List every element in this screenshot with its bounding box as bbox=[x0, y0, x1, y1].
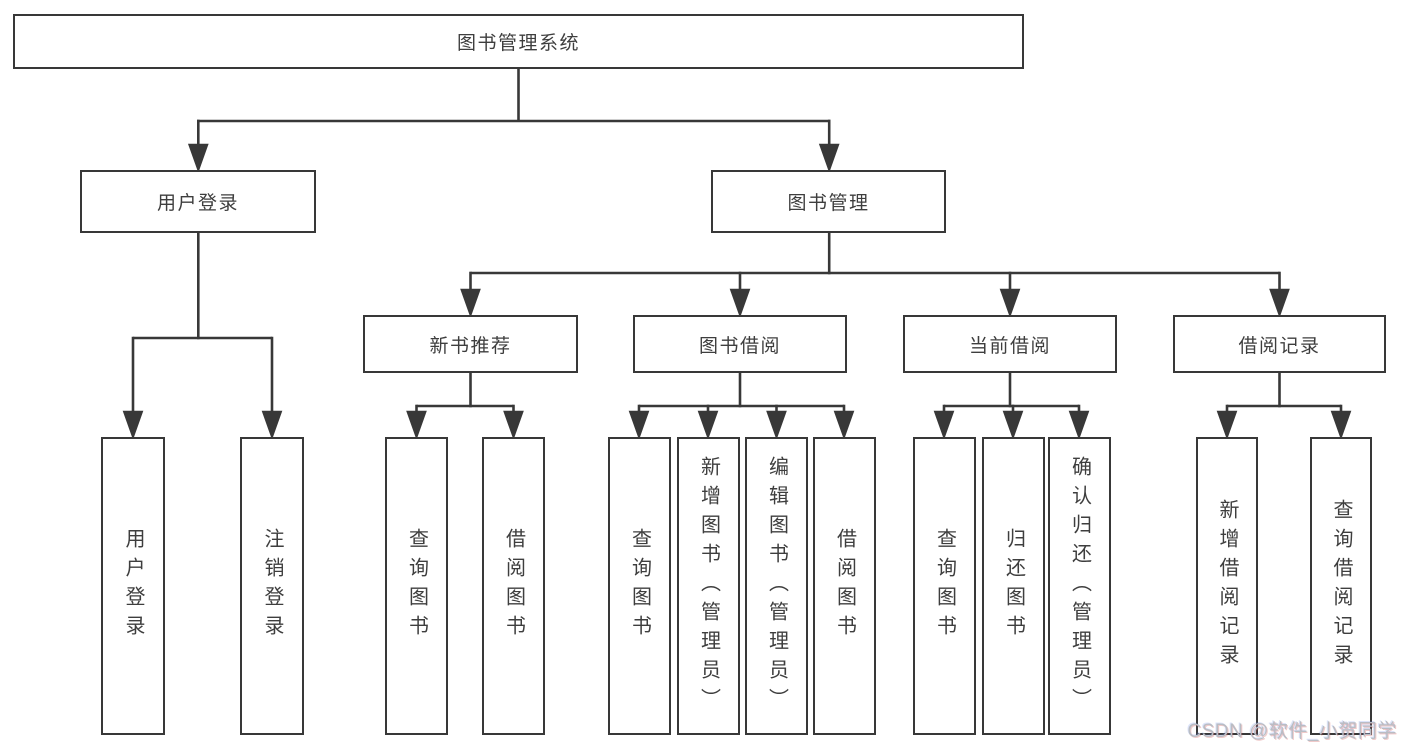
leaf-label: 新增借阅记录 bbox=[1216, 499, 1238, 673]
csdn-watermark: CSDN @软件_小贺同学 bbox=[1187, 721, 1397, 742]
leaf-add-borrow-record: 新增借阅记录 bbox=[1196, 437, 1258, 735]
arrow-down-icon bbox=[503, 410, 524, 440]
leaf-label: 查询图书 bbox=[405, 528, 428, 644]
leaf-label: 编辑图书（管理员） bbox=[765, 455, 788, 717]
arrow-down-icon bbox=[999, 288, 1021, 318]
arrow-down-icon bbox=[1330, 410, 1352, 440]
leaf-label: 归还图书 bbox=[1002, 528, 1025, 644]
arrow-down-icon bbox=[1216, 410, 1238, 440]
leaf-query-books-current: 查询图书 bbox=[913, 437, 976, 735]
leaf-query-books-recommend: 查询图书 bbox=[385, 437, 448, 735]
arrow-down-icon bbox=[729, 288, 751, 318]
arrow-down-icon bbox=[818, 143, 840, 173]
arrow-down-icon bbox=[122, 410, 144, 440]
arrow-down-icon bbox=[833, 410, 855, 440]
arrow-down-icon bbox=[766, 410, 787, 440]
arrow-down-icon bbox=[460, 288, 481, 318]
leaf-label: 查询图书 bbox=[628, 528, 651, 644]
leaf-add-books-admin: 新增图书（管理员） bbox=[677, 437, 740, 735]
arrow-down-icon bbox=[187, 143, 209, 173]
leaf-borrow-books-recommend: 借阅图书 bbox=[482, 437, 545, 735]
node-borrow-records: 借阅记录 bbox=[1173, 315, 1386, 373]
node-new-book-recommend: 新书推荐 bbox=[363, 315, 578, 373]
leaf-edit-books-admin: 编辑图书（管理员） bbox=[745, 437, 808, 735]
leaf-label: 新增图书（管理员） bbox=[697, 455, 720, 717]
leaf-label: 查询借阅记录 bbox=[1330, 499, 1352, 673]
leaf-user-login: 用户登录 bbox=[101, 437, 165, 735]
node-book-borrow: 图书借阅 bbox=[633, 315, 847, 373]
arrow-down-icon bbox=[1068, 410, 1090, 440]
leaf-label: 借阅图书 bbox=[502, 528, 525, 644]
leaf-label: 查询图书 bbox=[933, 528, 956, 644]
leaf-query-books-borrow: 查询图书 bbox=[608, 437, 671, 735]
arrow-down-icon bbox=[1002, 410, 1024, 440]
arrow-down-icon bbox=[697, 410, 719, 440]
arrow-down-icon bbox=[628, 410, 650, 440]
arrow-down-icon bbox=[1269, 288, 1290, 318]
leaf-label: 借阅图书 bbox=[833, 528, 856, 644]
arrow-down-icon bbox=[406, 410, 427, 440]
node-user-login: 用户登录 bbox=[80, 170, 316, 233]
arrow-down-icon bbox=[933, 410, 955, 440]
node-library-management-system: 图书管理系统 bbox=[13, 14, 1024, 69]
leaf-confirm-return-admin: 确认归还（管理员） bbox=[1048, 437, 1111, 735]
leaf-logout: 注销登录 bbox=[240, 437, 304, 735]
arrow-down-icon bbox=[261, 410, 283, 440]
node-book-management: 图书管理 bbox=[711, 170, 946, 233]
leaf-label: 注销登录 bbox=[261, 528, 283, 644]
node-current-borrow: 当前借阅 bbox=[903, 315, 1117, 373]
leaf-return-books: 归还图书 bbox=[982, 437, 1045, 735]
leaf-borrow-books: 借阅图书 bbox=[813, 437, 876, 735]
leaf-query-borrow-record: 查询借阅记录 bbox=[1310, 437, 1372, 735]
leaf-label: 确认归还（管理员） bbox=[1068, 455, 1091, 717]
leaf-label: 用户登录 bbox=[122, 528, 144, 644]
